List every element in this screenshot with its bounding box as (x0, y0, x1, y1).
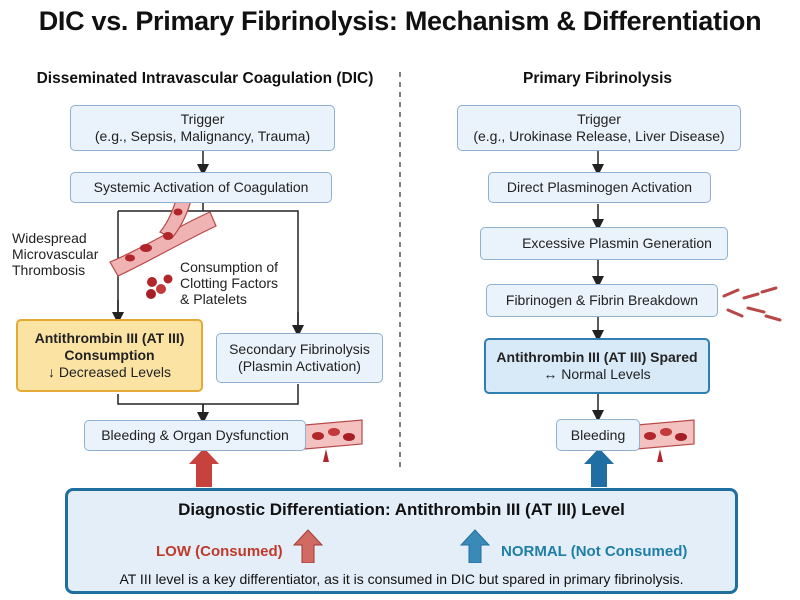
dic-at3-title: Antithrombin III (AT III) (34, 330, 185, 346)
dic-consumption-label: Consumption of Clotting Factors & Platel… (180, 259, 279, 307)
fibrin-fragments-illustration (722, 286, 782, 322)
dic-systemic-box: Systemic Activation of Coagulation (70, 172, 332, 203)
primary-at3-box: Antithrombin III (AT III) Spared ↔ Norma… (484, 338, 710, 394)
diagnostic-normal-label: NORMAL (Not Consumed) (501, 543, 688, 560)
dic-at3-box: Antithrombin III (AT III) Consumption ↓ … (16, 319, 203, 392)
dic-secondary-box: Secondary Fibrinolysis (Plasmin Activati… (216, 333, 383, 383)
vessel-bleeding-illustration-right (636, 419, 695, 462)
dic-secondary-title: Secondary Fibrinolysis (229, 341, 370, 357)
diagnostic-box: Diagnostic Differentiation: Antithrombin… (65, 488, 738, 594)
primary-trigger-examples: (e.g., Urokinase Release, Liver Disease) (473, 128, 725, 144)
primary-at3-title: Antithrombin III (AT III) Spared (496, 349, 698, 365)
primary-direct-box: Direct Plasminogen Activation (488, 172, 711, 203)
arrow-up-left-big (189, 448, 219, 487)
diagnostic-note: AT III level is a key differentiator, as… (119, 571, 684, 587)
dic-outcome-box: Bleeding & Organ Dysfunction (84, 420, 306, 451)
dic-secondary-sub: (Plasmin Activation) (238, 358, 361, 374)
normal-up-arrow-icon (460, 529, 490, 563)
dic-trigger-examples: (e.g., Sepsis, Malignancy, Trauma) (94, 128, 311, 144)
arrow-up-right-big (584, 448, 614, 487)
dic-heading: Disseminated Intravascular Coagulation (… (36, 70, 374, 87)
dic-microvascular-label: Widespread Microvascular Thrombosis (12, 230, 99, 278)
dic-trigger-box: Trigger (e.g., Sepsis, Malignancy, Traum… (70, 105, 335, 151)
vessel-thrombosis-illustration (109, 191, 217, 277)
platelet-cluster-illustration (146, 274, 173, 299)
dic-at3-level: ↓ Decreased Levels (48, 364, 171, 380)
primary-excessive-box: Excessive Plasmin Generation (480, 227, 728, 260)
vessel-bleeding-illustration-left (304, 419, 363, 462)
primary-trigger-title: Trigger (577, 111, 621, 127)
primary-breakdown-box: Fibrinogen & Fibrin Breakdown (486, 284, 718, 317)
diagnostic-low-label: LOW (Consumed) (156, 543, 283, 560)
primary-heading: Primary Fibrinolysis (522, 70, 673, 87)
diagnostic-title: Diagnostic Differentiation: Antithrombin… (178, 500, 625, 519)
primary-at3-level: ↔ Normal Levels (543, 366, 651, 382)
dic-at3-subtitle: Consumption (64, 347, 155, 363)
low-up-arrow-icon (293, 529, 323, 563)
page-title: DIC vs. Primary Fibrinolysis: Mechanism … (38, 6, 762, 36)
primary-outcome-box: Bleeding (556, 419, 640, 451)
primary-trigger-box: Trigger (e.g., Urokinase Release, Liver … (457, 105, 741, 151)
dic-trigger-title: Trigger (180, 111, 225, 127)
